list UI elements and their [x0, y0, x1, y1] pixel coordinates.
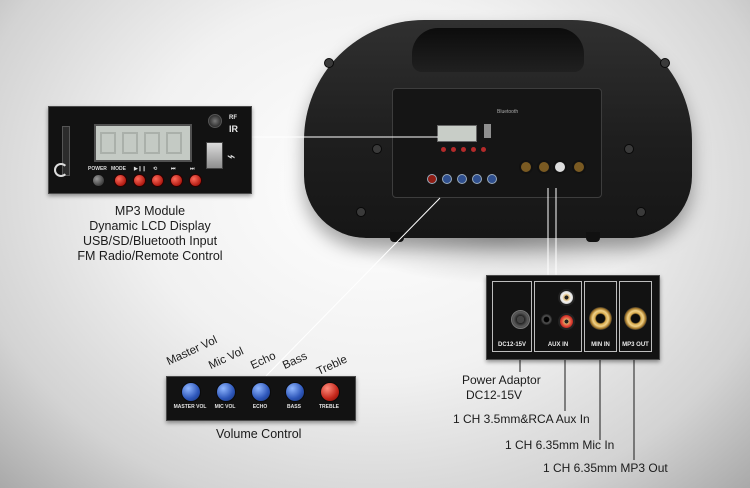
lcd-segment — [144, 132, 160, 154]
next-button[interactable] — [189, 174, 202, 187]
play-pause-label-icon: ▶❙❙ — [134, 166, 147, 172]
speaker-knob — [487, 174, 497, 184]
caption-line: USB/SD/Bluetooth Input — [82, 234, 218, 248]
lcd-segment — [122, 132, 138, 154]
mode-label: MODE — [111, 166, 126, 172]
echo-panel-label: ECHO — [252, 404, 268, 410]
speaker-jack — [519, 160, 533, 174]
treble-knob[interactable] — [320, 382, 340, 402]
screw-icon — [372, 144, 382, 154]
speaker-handle — [412, 28, 584, 72]
min-in-section-box — [584, 281, 617, 352]
speaker-button — [451, 147, 456, 152]
aux-in-section-label: AUX IN — [547, 342, 569, 348]
caption-line: Dynamic LCD Display — [89, 219, 211, 233]
lcd-segment — [166, 132, 182, 154]
speaker-jack — [572, 160, 586, 174]
mp3-module-caption: MP3 Module Dynamic LCD Display USB/SD/Bl… — [58, 204, 242, 264]
bluetooth-mark: Bluetooth — [497, 109, 519, 115]
mp3-out-section-label: MP3 OUT — [622, 342, 649, 348]
previous-label-icon: ⏮ — [171, 166, 176, 172]
master-vol-panel-label: MASTER VOL — [173, 404, 207, 410]
volume-control-caption: Volume Control — [216, 427, 302, 441]
speaker-knob — [457, 174, 467, 184]
speaker-knob — [427, 174, 437, 184]
speaker-knob — [472, 174, 482, 184]
sd-card-slot — [62, 126, 70, 176]
mic-vol-knob[interactable] — [216, 382, 236, 402]
speaker-jack — [537, 160, 551, 174]
bass-knob[interactable] — [285, 382, 305, 402]
speaker-button — [471, 147, 476, 152]
rf-label: RF — [229, 115, 237, 121]
play-pause-button[interactable] — [133, 174, 146, 187]
dc-section-label: DC12-15V — [497, 342, 526, 348]
previous-button[interactable] — [170, 174, 183, 187]
speaker-button — [441, 147, 446, 152]
speaker-foot — [586, 232, 600, 242]
screw-icon — [356, 207, 366, 217]
mode-button[interactable] — [114, 174, 127, 187]
mp3-out-section-box — [619, 281, 652, 352]
repeat-button[interactable] — [151, 174, 164, 187]
ir-receiver-icon — [208, 114, 222, 128]
brand-logo-icon — [54, 163, 68, 177]
caption-line: FM Radio/Remote Control — [77, 249, 223, 263]
aux-3-5mm-jack[interactable] — [541, 314, 552, 325]
dc-power-jack[interactable] — [511, 310, 530, 329]
power-label: POWER — [88, 166, 107, 172]
power-adaptor-text: Power Adaptor — [462, 373, 541, 387]
mp3-out-jack[interactable] — [624, 307, 647, 330]
usb-symbol-icon: ⌁ — [227, 148, 236, 164]
speaker-jack — [553, 160, 567, 174]
caption-line: MP3 Module — [114, 204, 186, 218]
speaker-knob — [442, 174, 452, 184]
next-label-icon: ⏭ — [190, 166, 195, 172]
bass-panel-label: BASS — [287, 404, 301, 410]
rca-red-jack[interactable] — [558, 313, 575, 330]
repeat-label-icon: ⟲ — [153, 166, 158, 172]
speaker-usb-port — [484, 124, 491, 138]
usb-port-icon — [206, 142, 223, 169]
dc-section-box — [492, 281, 532, 352]
echo-knob[interactable] — [251, 382, 271, 402]
screw-icon — [624, 144, 634, 154]
min-in-section-label: MIN IN — [591, 342, 610, 348]
treble-panel-label: TREBLE — [319, 404, 339, 410]
power-button[interactable] — [92, 174, 105, 187]
screw-icon — [324, 58, 334, 68]
mp3-out-description: 1 CH 6.35mm MP3 Out — [543, 461, 668, 475]
screw-icon — [660, 58, 670, 68]
speaker-lcd — [437, 125, 477, 142]
speaker-foot — [390, 232, 404, 242]
lcd-display — [94, 124, 192, 162]
dc-voltage-text: DC12-15V — [466, 388, 523, 402]
speaker-button — [481, 147, 486, 152]
mic-in-jack[interactable] — [589, 307, 612, 330]
mic-vol-panel-label: MIC VOL — [214, 404, 236, 410]
lcd-segment — [100, 132, 116, 154]
rca-white-jack[interactable] — [558, 289, 575, 306]
master-vol-knob[interactable] — [181, 382, 201, 402]
screw-icon — [636, 207, 646, 217]
aux-in-section-box — [534, 281, 582, 352]
aux-in-description: 1 CH 3.5mm&RCA Aux In — [453, 412, 590, 426]
speaker-button — [461, 147, 466, 152]
ir-label: IR — [229, 124, 238, 134]
mic-in-description: 1 CH 6.35mm Mic In — [505, 438, 615, 452]
